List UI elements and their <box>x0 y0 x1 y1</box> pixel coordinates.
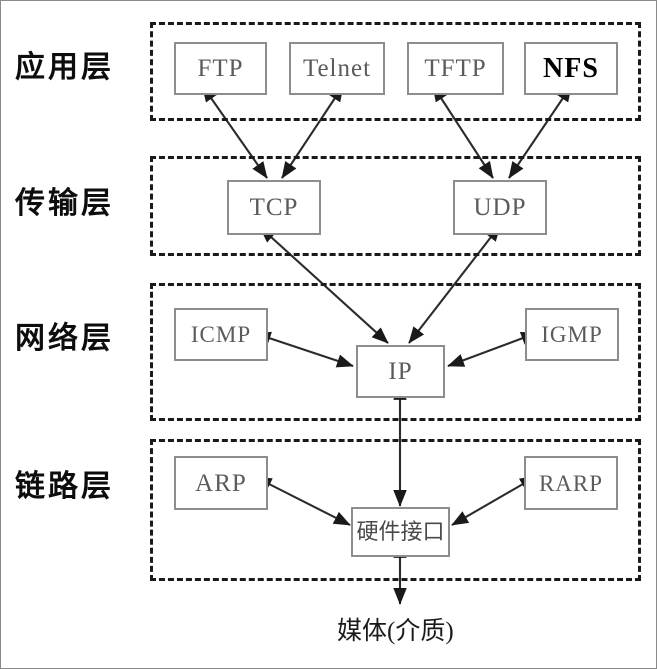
connector-rarp-hardware <box>451 476 537 526</box>
connector-nfs-udp <box>508 84 572 179</box>
node-udp[interactable]: UDP <box>453 180 547 235</box>
node-telnet[interactable]: Telnet <box>289 42 385 95</box>
layer-band-application <box>150 22 641 121</box>
node-hardware-interface[interactable]: 硬件接口 <box>351 507 450 557</box>
connector-ftp-tcp <box>201 84 268 179</box>
connector-igmp-ip <box>447 331 538 367</box>
connector-icmp-ip <box>253 331 354 368</box>
layer-label-application: 应用层 <box>15 51 114 84</box>
connector-tftp-udp <box>432 84 494 179</box>
node-tftp[interactable]: TFTP <box>407 42 504 95</box>
layer-band-transport <box>150 156 641 256</box>
layer-label-transport: 传输层 <box>15 187 114 220</box>
layer-band-network <box>150 283 641 421</box>
layer-label-link: 链路层 <box>15 470 114 503</box>
node-ip[interactable]: IP <box>356 345 445 398</box>
node-arp[interactable]: ARP <box>174 456 268 510</box>
node-icmp[interactable]: ICMP <box>174 308 268 361</box>
layer-label-network: 网络层 <box>15 322 114 355</box>
connector-arp-hardware <box>254 476 351 526</box>
node-igmp[interactable]: IGMP <box>525 308 619 361</box>
node-tcp[interactable]: TCP <box>227 180 321 235</box>
node-ftp[interactable]: FTP <box>174 42 267 95</box>
node-rarp[interactable]: RARP <box>524 456 618 510</box>
node-nfs[interactable]: NFS <box>524 42 618 95</box>
media-label: 媒体(介质) <box>337 618 454 645</box>
layer-band-link <box>150 439 641 581</box>
connector-telnet-tcp <box>281 84 344 179</box>
